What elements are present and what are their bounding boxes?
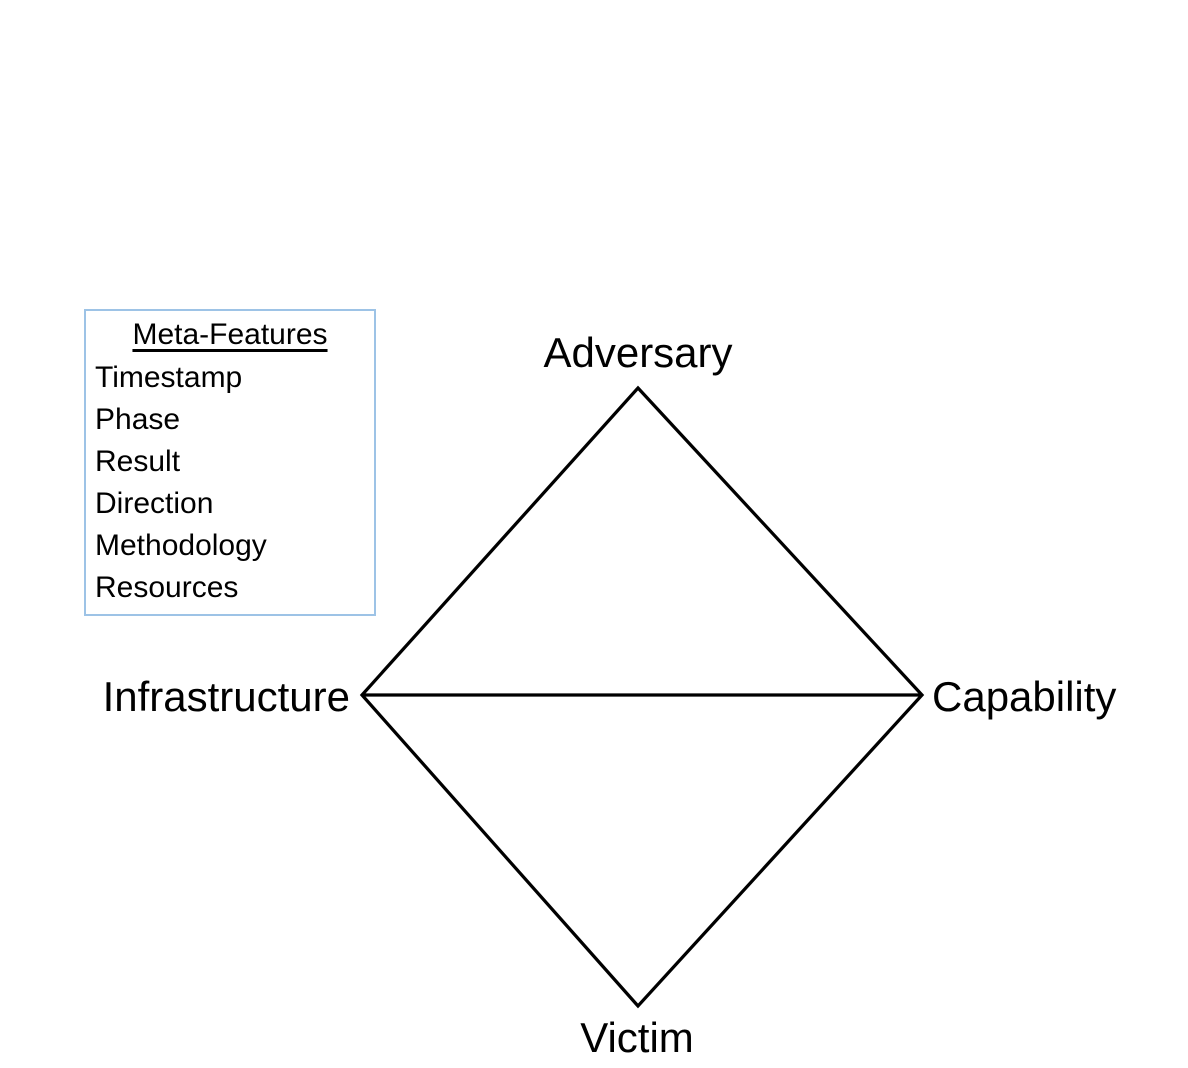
meta-feature-item: Timestamp: [95, 361, 243, 394]
diamond-outline: [359, 385, 925, 1009]
meta-features-box: Meta-Features Timestamp Phase Result Dir…: [84, 309, 376, 616]
meta-feature-item: Methodology: [95, 529, 267, 562]
meta-features-title: Meta-Features: [132, 318, 328, 351]
meta-feature-item: Phase: [95, 403, 181, 436]
vertex-label-infrastructure: Infrastructure: [102, 673, 350, 720]
vertex-label-victim: Victim: [580, 1014, 694, 1061]
meta-features-list: Timestamp Phase Result Direction Methodo…: [86, 357, 374, 609]
meta-feature-item: Direction: [95, 487, 214, 520]
vertex-label-capability: Capability: [932, 673, 1117, 720]
vertex-label-adversary: Adversary: [543, 329, 733, 376]
meta-feature-item: Result: [95, 445, 181, 478]
meta-feature-item: Resources: [95, 571, 239, 604]
